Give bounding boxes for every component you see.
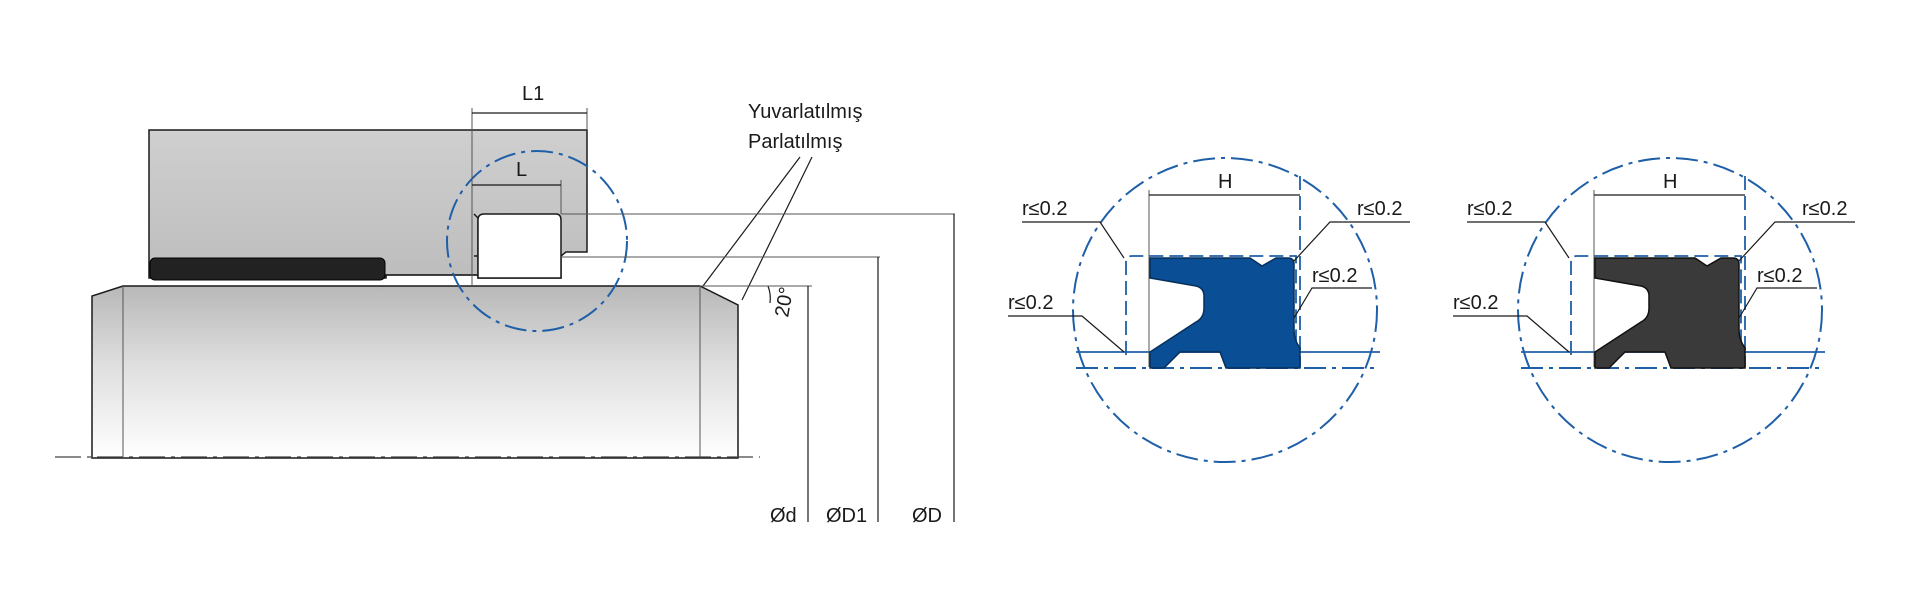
detail-view-dark: H r≤0.2 r≤0.2 r≤0.2 r≤0.2 [1453, 157, 1855, 463]
guide-ring [149, 257, 386, 281]
housing-step [385, 274, 478, 278]
seal-groove [477, 213, 562, 279]
d-label: Ød [770, 505, 797, 527]
r-leader-mid-left [1008, 315, 1125, 353]
detail-boundary-circle [1517, 157, 1823, 463]
l1-label: L1 [522, 83, 544, 105]
r-label-top-left: r≤0.2 [1467, 198, 1512, 220]
r-leader-mid-right [1738, 287, 1817, 319]
seal-profile-body [1594, 257, 1746, 369]
bigd-label: ØD [912, 505, 942, 527]
note-polished: Parlatılmış [748, 131, 842, 153]
note-leader-2 [741, 156, 813, 301]
r-leader-top-left [1467, 221, 1570, 259]
r-leader-mid-left [1453, 315, 1570, 353]
d1-label: ØD1 [826, 505, 867, 527]
chamfer-angle-arc [767, 285, 771, 304]
gland-outline [1125, 255, 1297, 355]
r-label-mid-left: r≤0.2 [1008, 292, 1053, 314]
note-rounded: Yuvarlatılmış [748, 101, 862, 123]
detail-boundary-circle [1072, 157, 1378, 463]
r-leader-top-left [1022, 221, 1125, 259]
r-leader-top-right [1737, 221, 1855, 263]
h-label: H [1218, 171, 1232, 193]
gland-outline [1570, 255, 1742, 355]
r-label-mid-left: r≤0.2 [1453, 292, 1498, 314]
seal-profile-body [1149, 257, 1301, 369]
l-label: L [516, 159, 527, 181]
r-label-top-right: r≤0.2 [1357, 198, 1402, 220]
chamfer-angle-label: 20° [771, 285, 798, 319]
r-label-mid-right: r≤0.2 [1757, 265, 1802, 287]
r-leader-mid-right [1293, 287, 1372, 319]
detail-circle-marker [446, 150, 628, 332]
r-label-top-right: r≤0.2 [1802, 198, 1847, 220]
rod-body [91, 285, 739, 459]
note-leader-1 [702, 156, 801, 287]
main-section-view: L1 L Yuvarlatılmış Parlatılmış 20° Ød ØD… [55, 83, 955, 527]
r-label-top-left: r≤0.2 [1022, 198, 1067, 220]
h-label: H [1663, 171, 1677, 193]
r-label-mid-right: r≤0.2 [1312, 265, 1357, 287]
r-leader-top-right [1292, 221, 1410, 263]
detail-view-blue: H r≤0.2 r≤0.2 r≤0.2 r≤0.2 [1008, 157, 1410, 463]
